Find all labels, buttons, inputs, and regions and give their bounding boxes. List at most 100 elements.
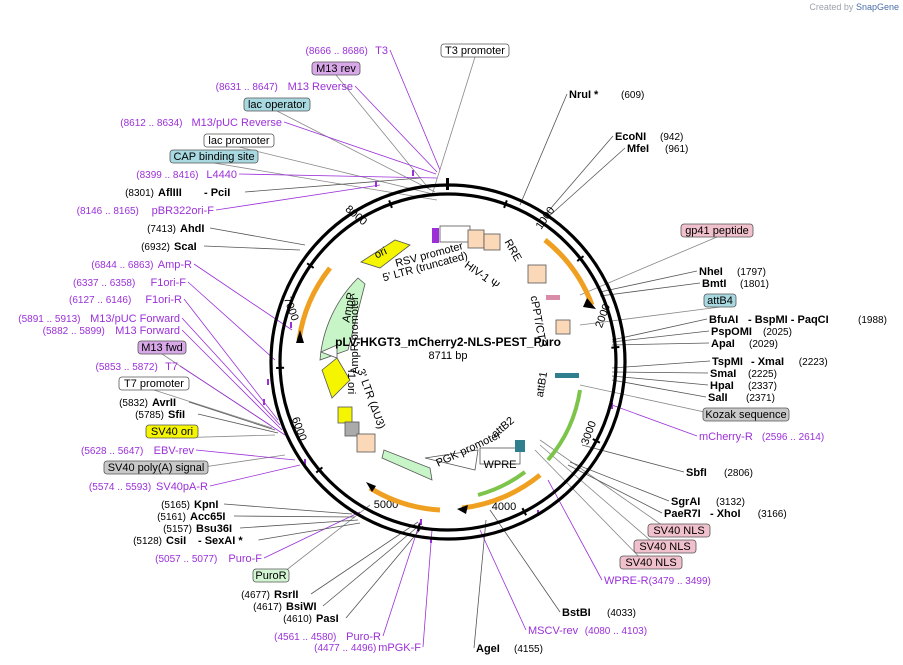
site-coord: (8301) (125, 188, 154, 199)
primer-label[interactable]: mPGK-F(4477 .. 4496) (314, 642, 421, 654)
site-label[interactable]: MfeI(961) (627, 143, 688, 155)
feature-label[interactable]: CAP binding site (169, 149, 259, 164)
site-label[interactable]: PaeR7I- XhoI(3166) (664, 508, 787, 520)
site-label[interactable]: NruI *(609) (569, 89, 644, 101)
primer-coord: (4477 .. 4496) (314, 643, 376, 654)
rsv-promoter-box (439, 225, 471, 243)
site-label[interactable]: BmtI(1801) (702, 278, 769, 290)
primer-label[interactable]: M13 Forward(5882 .. 5899) (43, 325, 180, 337)
feature-name: AmpR promoter (349, 296, 361, 374)
site-label[interactable]: SgrAI(3132) (671, 496, 745, 508)
primer-label[interactable]: M13 Reverse(8631 .. 8647) (216, 81, 353, 93)
feature-label[interactable]: SV40 NLS (633, 539, 697, 554)
primer-label[interactable]: pBR322ori-F (8146 .. 8165) (77, 205, 215, 217)
site-name: KpnI (194, 499, 218, 511)
primer-label[interactable]: EBV-rev(5628 .. 5647) (81, 445, 194, 457)
primer-label[interactable]: T3(8666 .. 8686) (306, 45, 388, 57)
site-label[interactable]: (5161)Acc65I (157, 511, 225, 523)
site-label[interactable]: (5165)KpnI (161, 499, 218, 511)
primer-name: F1ori-R (145, 294, 182, 306)
primer-label[interactable]: SV40pA-R(5574 .. 5593) (89, 481, 208, 493)
primer-label[interactable]: F1ori-F(6337 .. 6358) (73, 277, 186, 289)
site-label[interactable]: BstBI(4033) (562, 607, 636, 619)
site-coord: (5832) (119, 398, 148, 409)
primer-coord: (8612 .. 8634) (120, 118, 182, 129)
site-label[interactable]: (5785)SfiI (135, 409, 185, 421)
feature-name: ori (373, 245, 389, 261)
primer-label[interactable]: WPRE-R(3479 .. 3499) (604, 575, 711, 587)
primer-name: pBR322ori-F (152, 205, 215, 217)
site-label[interactable]: (6932)ScaI (141, 241, 197, 253)
site-label[interactable]: AgeI(4155) (476, 643, 543, 655)
site-coord: (942) (660, 132, 683, 143)
orf-arc-arrowheads (296, 298, 596, 514)
primer-coord: (8146 .. 8165) (77, 206, 139, 217)
site-name: SfiI (168, 409, 185, 421)
feature-label[interactable]: Kozak sequence (702, 407, 790, 422)
ampr-promoter-arrow (319, 344, 338, 359)
primer-name: T7 (165, 361, 178, 373)
primer-label[interactable]: mCherry-R(2596 .. 2614) (699, 431, 824, 443)
feature-label[interactable]: PuroR (252, 568, 290, 583)
primer-label[interactable]: M13/pUC Reverse(8612 .. 8634) (120, 117, 282, 129)
feature-label-text: PuroR (255, 570, 286, 582)
feature-label[interactable]: lac operator (243, 97, 311, 112)
site-coord: (961) (665, 144, 688, 155)
primer-label[interactable]: Puro-R(4561 .. 4580) (274, 631, 381, 643)
feature-label[interactable]: gp41 peptide (680, 223, 754, 238)
site-label[interactable]: (7413)AhdI (147, 223, 204, 235)
feature-label[interactable]: SV40 ori (145, 424, 199, 439)
primer-label[interactable]: M13/pUC Forward(5891 .. 5913) (18, 313, 180, 325)
snapgene-credit: Created by SnapGene (809, 2, 899, 12)
feature-label[interactable]: lac promoter (203, 133, 275, 148)
site-label[interactable]: (4617)BsiWI (253, 601, 316, 613)
feature-name: HIV-1 Ψ (462, 259, 501, 292)
site-coord: (3132) (716, 497, 745, 508)
primer-label[interactable]: T7(5853 .. 5872) (96, 361, 178, 373)
site-label[interactable]: (5128)CsiI- SexAI * (133, 535, 243, 547)
plasmid-size: 8711 bp (429, 350, 468, 362)
primer-coord: (6844 .. 6863) (91, 260, 153, 271)
site-name: NruI * (569, 89, 599, 101)
feature-label[interactable]: T7 promoter (118, 376, 190, 391)
primer-coord: (4561 .. 4580) (274, 632, 336, 643)
feature-label[interactable]: M13 rev (311, 61, 361, 76)
site-label[interactable]: SalI(2371) (708, 392, 775, 404)
site-label[interactable]: SmaI(2225) (710, 368, 777, 380)
site-label[interactable]: PspOMI(2025) (711, 326, 792, 338)
primer-name: M13 Reverse (288, 81, 353, 93)
feature-label[interactable]: M13 fwd (137, 340, 187, 355)
primer-label[interactable]: Amp-R(6844 .. 6863) (91, 259, 192, 271)
feature-name: 3' LTR (ΔU3) (354, 367, 387, 430)
site-coord: (1797) (737, 267, 766, 278)
site-coord: (2025) (763, 327, 792, 338)
site-label[interactable]: (4677)RsrII (241, 589, 298, 601)
feature-label[interactable]: T3 promoter (440, 43, 510, 58)
primer-label[interactable]: MSCV-rev(4080 .. 4103) (528, 625, 647, 637)
site-label[interactable]: TspMI- XmaI(2223) (712, 356, 828, 368)
site-name: SmaI (710, 368, 736, 380)
site-label[interactable]: (4610)PasI (283, 613, 339, 625)
primer-coord: (6337 .. 6358) (73, 278, 135, 289)
primer-label[interactable]: F1ori-R(6127 .. 6146) (69, 294, 182, 306)
psi-box (483, 233, 501, 251)
leader-lines (153, 49, 747, 649)
site-coord: (4617) (253, 602, 282, 613)
site-label[interactable]: (5157)Bsu36I (163, 523, 232, 535)
feature-label[interactable]: SV40 NLS (619, 555, 683, 570)
orf-arc-2 (461, 473, 542, 511)
feature-label[interactable]: SV40 NLS (647, 523, 711, 538)
site-label[interactable]: HpaI(2337) (710, 380, 777, 392)
primer-label[interactable]: L4440(8399 .. 8416) (136, 169, 237, 181)
primer-label[interactable]: Puro-F(5057 .. 5077) (155, 553, 262, 565)
site-label[interactable]: EcoNI(942) (615, 131, 683, 143)
site-label[interactable]: SbfI(2806) (686, 467, 753, 479)
site-label[interactable]: (8301)AflIII- PciI (125, 187, 230, 199)
site-label[interactable]: (5832)AvrII (119, 397, 176, 409)
site-label[interactable]: NheI(1797) (699, 266, 766, 278)
site-label[interactable]: ApaI(2029) (711, 338, 778, 350)
feature-label-text: M13 rev (316, 63, 356, 75)
feature-label[interactable]: attB4 (703, 293, 737, 308)
site-label[interactable]: BfuAI- BspMI - PaqCI(1988) (709, 314, 887, 326)
feature-label[interactable]: SV40 poly(A) signal (103, 460, 209, 475)
